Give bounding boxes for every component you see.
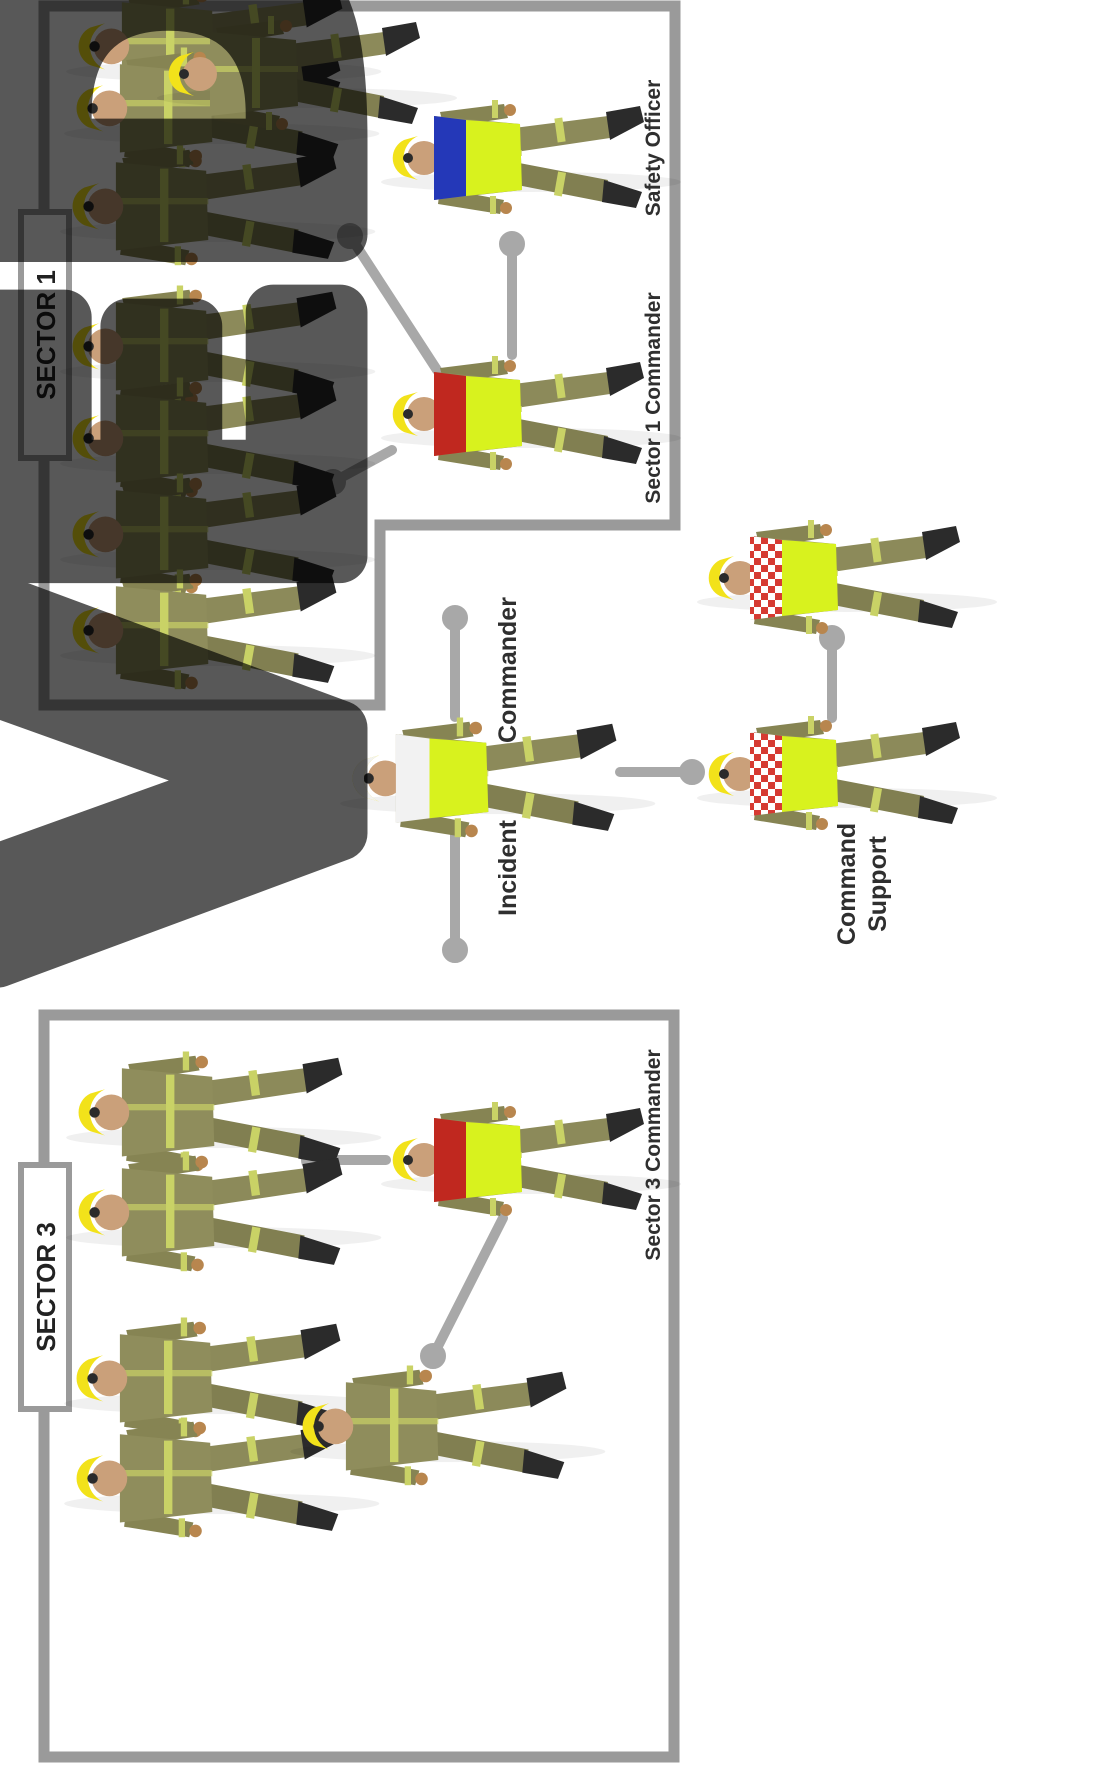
sector-1-label: SECTOR 1 — [31, 270, 61, 400]
safety-officer-figure — [381, 100, 681, 214]
sector-1-tag: SECTOR 1 — [18, 209, 72, 461]
sector-1-commander-label: Sector 1 Commander — [642, 292, 665, 503]
sector-3-commander-label: Sector 3 Commander — [642, 1049, 665, 1260]
command-support-label-line1: Command — [833, 823, 861, 945]
watermark: VED — [0, 0, 451, 962]
incident-commander-figure — [340, 717, 656, 838]
sector-1-boundary — [38, 0, 681, 711]
connector-s1cmd-crew — [345, 231, 442, 375]
command-support-figure-2 — [697, 716, 997, 830]
firefighter — [66, 1051, 382, 1172]
sector-3-tag: SECTOR 3 — [18, 1162, 72, 1412]
command-support-label-line2: Support — [864, 835, 892, 931]
command-support-figure-1 — [697, 520, 997, 634]
sector-3-label: SECTOR 3 — [31, 1222, 61, 1352]
incident-commander-label-line2: Commander — [494, 597, 522, 743]
sector-3-crew — [64, 1051, 606, 1538]
safety-officer-label: Safety Officer — [642, 80, 665, 217]
incident-commander-label-line1: Incident — [494, 819, 522, 916]
firefighter — [66, 1151, 382, 1272]
sector-3-commander-figure — [381, 1102, 681, 1216]
connector-s3cmd-crew-low — [428, 1213, 508, 1361]
sector-1-commander-figure — [381, 356, 681, 470]
firefighter — [290, 1365, 606, 1486]
